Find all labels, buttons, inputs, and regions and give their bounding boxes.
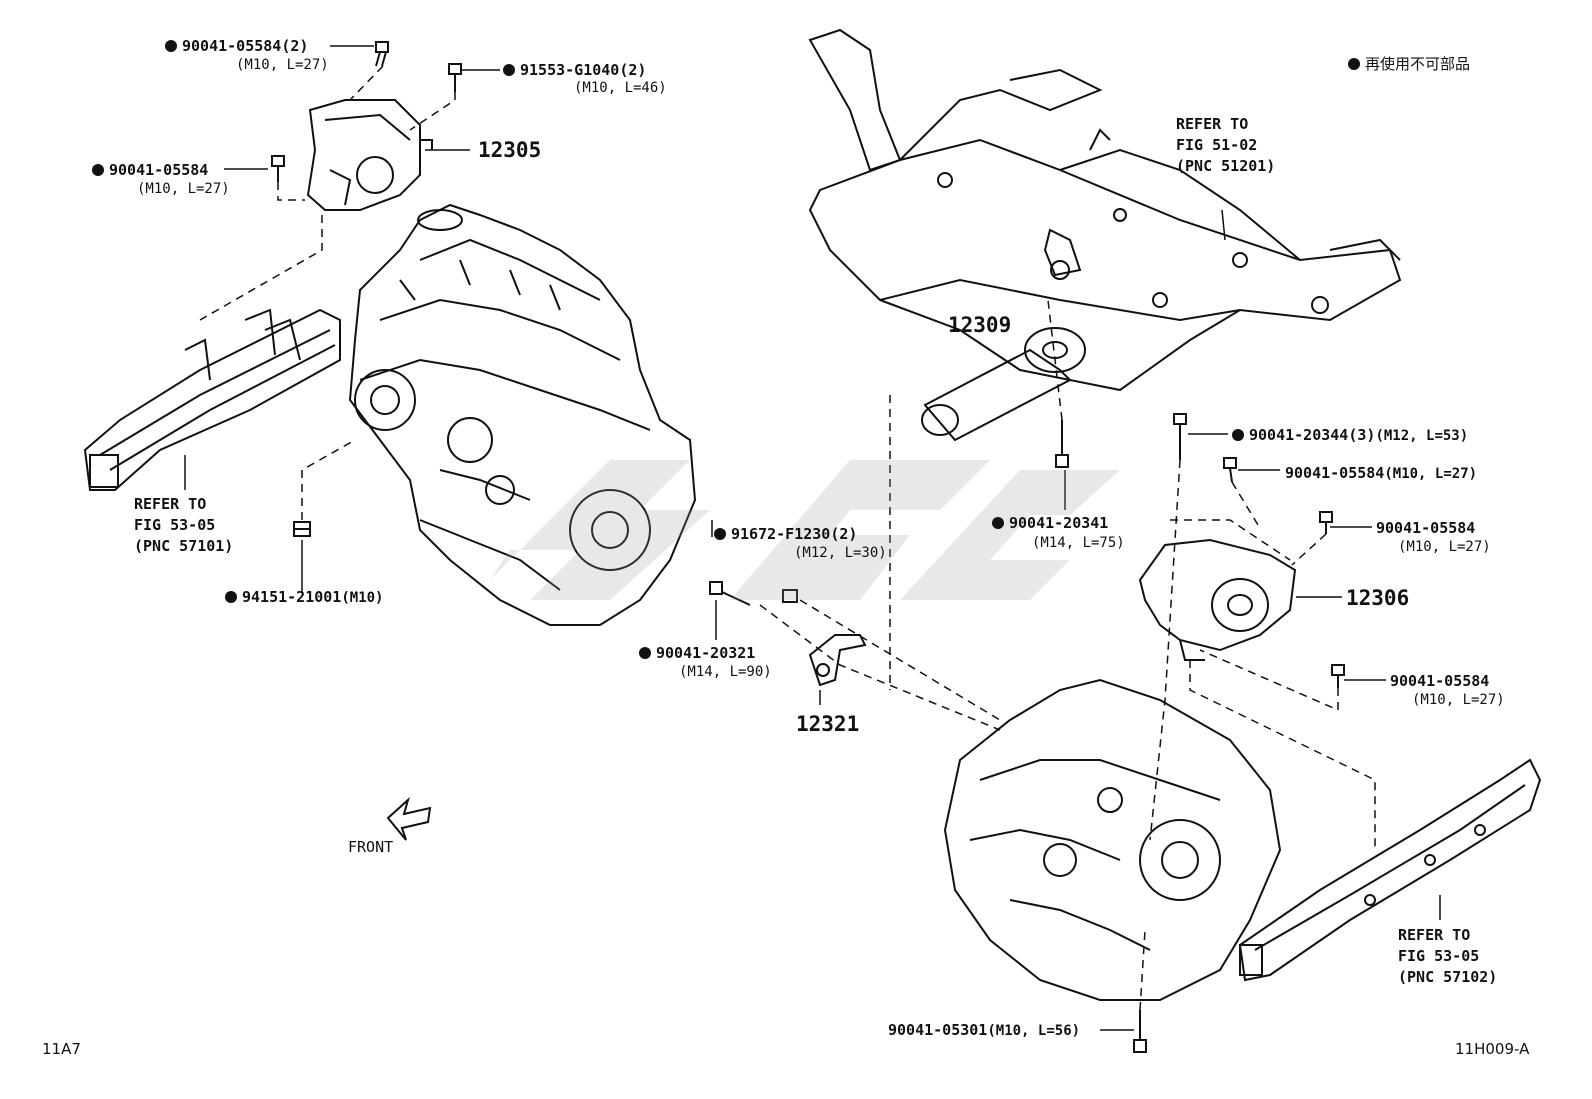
part-label-p10[interactable]: 12321 <box>796 712 860 736</box>
trans-mount-12306-drawing <box>1138 538 1297 661</box>
part-number: 94151-21001 <box>242 588 342 606</box>
part-spec-p7: (M14, L=75) <box>1032 535 1125 551</box>
engine-mount-12305-drawing <box>306 99 433 211</box>
part-label-p2[interactable]: 91553-G1040(2) <box>503 61 646 79</box>
leader-lines <box>184 45 1441 1031</box>
footer-left-code: 11A7 <box>42 1040 81 1058</box>
bolt-p1 <box>375 41 389 67</box>
bolt-p7 <box>1055 420 1069 468</box>
part-spec: (M10, L=27) <box>1384 466 1478 482</box>
bolt-p15 <box>1331 664 1345 688</box>
part-label-p1[interactable]: 90041-05584(2) <box>165 37 308 55</box>
bolt-p8 <box>782 589 798 603</box>
part-number: 90041-05584 <box>1285 464 1385 482</box>
part-label-p16[interactable]: 90041-05301(M10, L=56) <box>888 1021 1080 1039</box>
bolt-p2 <box>448 63 462 92</box>
part-spec-p15: (M10, L=27) <box>1412 692 1505 708</box>
right-side-member-drawing <box>1238 758 1542 982</box>
non-reusable-dot-icon <box>225 591 237 603</box>
part-number: 91672-F1230(2) <box>731 525 858 543</box>
legend-dot-icon <box>1348 58 1360 70</box>
part-label-p6[interactable]: 12309 <box>948 313 1012 337</box>
refer-label-57102[interactable]: REFER TO FIG 53-05 (PNC 57102) <box>1398 926 1498 986</box>
part-label-p3[interactable]: 90041-05584 <box>92 161 208 179</box>
front-label: FRONT <box>348 838 394 856</box>
dashed-lines <box>199 65 1376 1011</box>
part-spec: (M10) <box>341 590 384 606</box>
non-reusable-dot-icon <box>992 517 1004 529</box>
legend-text: 再使用不可部品 <box>1365 55 1471 73</box>
part-spec-p13: (M10, L=27) <box>1398 539 1491 555</box>
torque-rod-12309-drawing <box>921 327 1086 442</box>
non-reusable-dot-icon <box>165 40 177 52</box>
footer-right-code: 11H009-A <box>1455 1040 1530 1058</box>
bolt-p13 <box>1319 511 1333 534</box>
bracket-12321-drawing <box>808 634 867 687</box>
part-number: 90041-20344(3) <box>1249 426 1376 444</box>
part-spec-p1: (M10, L=27) <box>236 57 329 73</box>
part-label-p13[interactable]: 90041-05584 <box>1376 519 1475 537</box>
part-label-p15[interactable]: 90041-05584 <box>1390 672 1489 690</box>
part-number: 90041-05301 <box>888 1021 988 1039</box>
watermark-logo <box>490 460 1120 600</box>
non-reusable-dot-icon <box>92 164 104 176</box>
part-label-p14[interactable]: 12306 <box>1346 586 1410 610</box>
bolt-p16 <box>1133 1010 1147 1053</box>
part-number: 90041-05584(2) <box>182 37 309 55</box>
part-spec-p3: (M10, L=27) <box>137 181 230 197</box>
part-label-p7[interactable]: 90041-20341 <box>992 514 1108 532</box>
legend: 再使用不可部品 <box>1348 55 1470 73</box>
non-reusable-dot-icon <box>639 647 651 659</box>
part-number: 91553-G1040(2) <box>520 61 647 79</box>
bolt-p3 <box>271 155 285 182</box>
part-number: 90041-05584 <box>109 161 209 179</box>
part-number: 90041-05584 <box>1390 672 1490 690</box>
refer-label-51201[interactable]: REFER TO FIG 51-02 (PNC 51201) <box>1176 115 1276 175</box>
fasteners <box>271 41 1345 1053</box>
part-spec-p9: (M14, L=90) <box>679 664 772 680</box>
part-number: 90041-20321 <box>656 644 756 662</box>
non-reusable-dot-icon <box>503 64 515 76</box>
part-spec-p2: (M10, L=46) <box>574 80 667 96</box>
engine-drawing <box>348 203 697 626</box>
part-label-p12[interactable]: 90041-05584(M10, L=27) <box>1285 464 1477 482</box>
part-label-p11[interactable]: 90041-20344(3)(M12, L=53) <box>1232 426 1468 444</box>
part-spec: (M12, L=53) <box>1375 428 1469 444</box>
part-number: 90041-20341 <box>1009 514 1109 532</box>
part-label-p4[interactable]: 12305 <box>478 138 542 162</box>
left-side-member-drawing <box>83 308 341 491</box>
non-reusable-dot-icon <box>714 528 726 540</box>
refer-label-57101[interactable]: REFER TO FIG 53-05 (PNC 57101) <box>134 495 234 555</box>
front-arrow-icon <box>386 796 432 841</box>
bolt-p9 <box>709 581 751 606</box>
bolt-p12 <box>1223 457 1237 483</box>
part-label-p9[interactable]: 90041-20321 <box>639 644 755 662</box>
subframe-drawing <box>808 28 1402 392</box>
part-spec-p8: (M12, L=30) <box>794 545 887 561</box>
part-label-p5[interactable]: 94151-21001(M10) <box>225 588 384 606</box>
part-label-p8[interactable]: 91672-F1230(2) <box>714 525 857 543</box>
bolt-p11 <box>1173 413 1187 460</box>
transmission-drawing <box>943 678 1282 1001</box>
nut-p5 <box>293 521 311 537</box>
part-number: 90041-05584 <box>1376 519 1476 537</box>
part-spec: (M10, L=56) <box>987 1023 1081 1039</box>
non-reusable-dot-icon <box>1232 429 1244 441</box>
